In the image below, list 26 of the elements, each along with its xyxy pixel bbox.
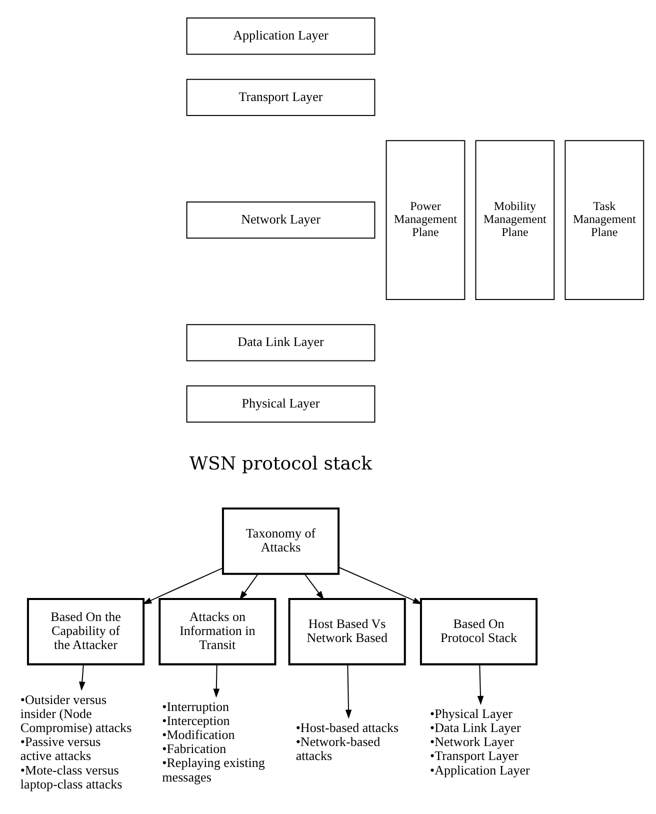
node-box: Based On Protocol Stack — [420, 598, 538, 666]
node-text: •Host-based attacks •Network-based attacks — [296, 720, 399, 764]
node-text: •Outsider versus insider (Node Compromise) attacks •Passive versus active attacks •Mote-class versus laptop-class attacks — [20, 692, 132, 792]
arrow — [78, 664, 86, 691]
arrow — [345, 664, 352, 719]
arrow — [477, 664, 484, 705]
node-box: Transport Layer — [186, 78, 376, 116]
arrow — [239, 574, 258, 600]
node-box: Taxonomy of Attacks — [222, 508, 340, 575]
node-box: Network Layer — [186, 201, 376, 239]
node-box: Attacks on Information in Transit — [158, 598, 276, 666]
node-box: Task Management Plane — [564, 140, 644, 300]
arrow — [338, 566, 422, 604]
node-box: Physical Layer — [186, 385, 376, 423]
node-box: Data Link Layer — [186, 324, 376, 362]
node-text: •Interruption •Interception •Modification •Fabrication •Replaying existing messages — [162, 698, 265, 784]
node-box: Mobility Management Plane — [475, 140, 555, 300]
arrow — [304, 574, 324, 600]
arrow — [142, 568, 223, 604]
node-box: Power Management Plane — [386, 140, 466, 300]
node-box: Host Based Vs Network Based — [288, 598, 406, 666]
arrow — [213, 664, 220, 698]
label: WSN protocol stack — [189, 454, 372, 475]
node-box: Based On the Capability of the Attacker — [26, 598, 145, 666]
node-box: Application Layer — [186, 18, 376, 55]
node-text: •Physical Layer •Data Link Layer •Network Layer •Transport Layer •Application Layer — [430, 706, 530, 778]
